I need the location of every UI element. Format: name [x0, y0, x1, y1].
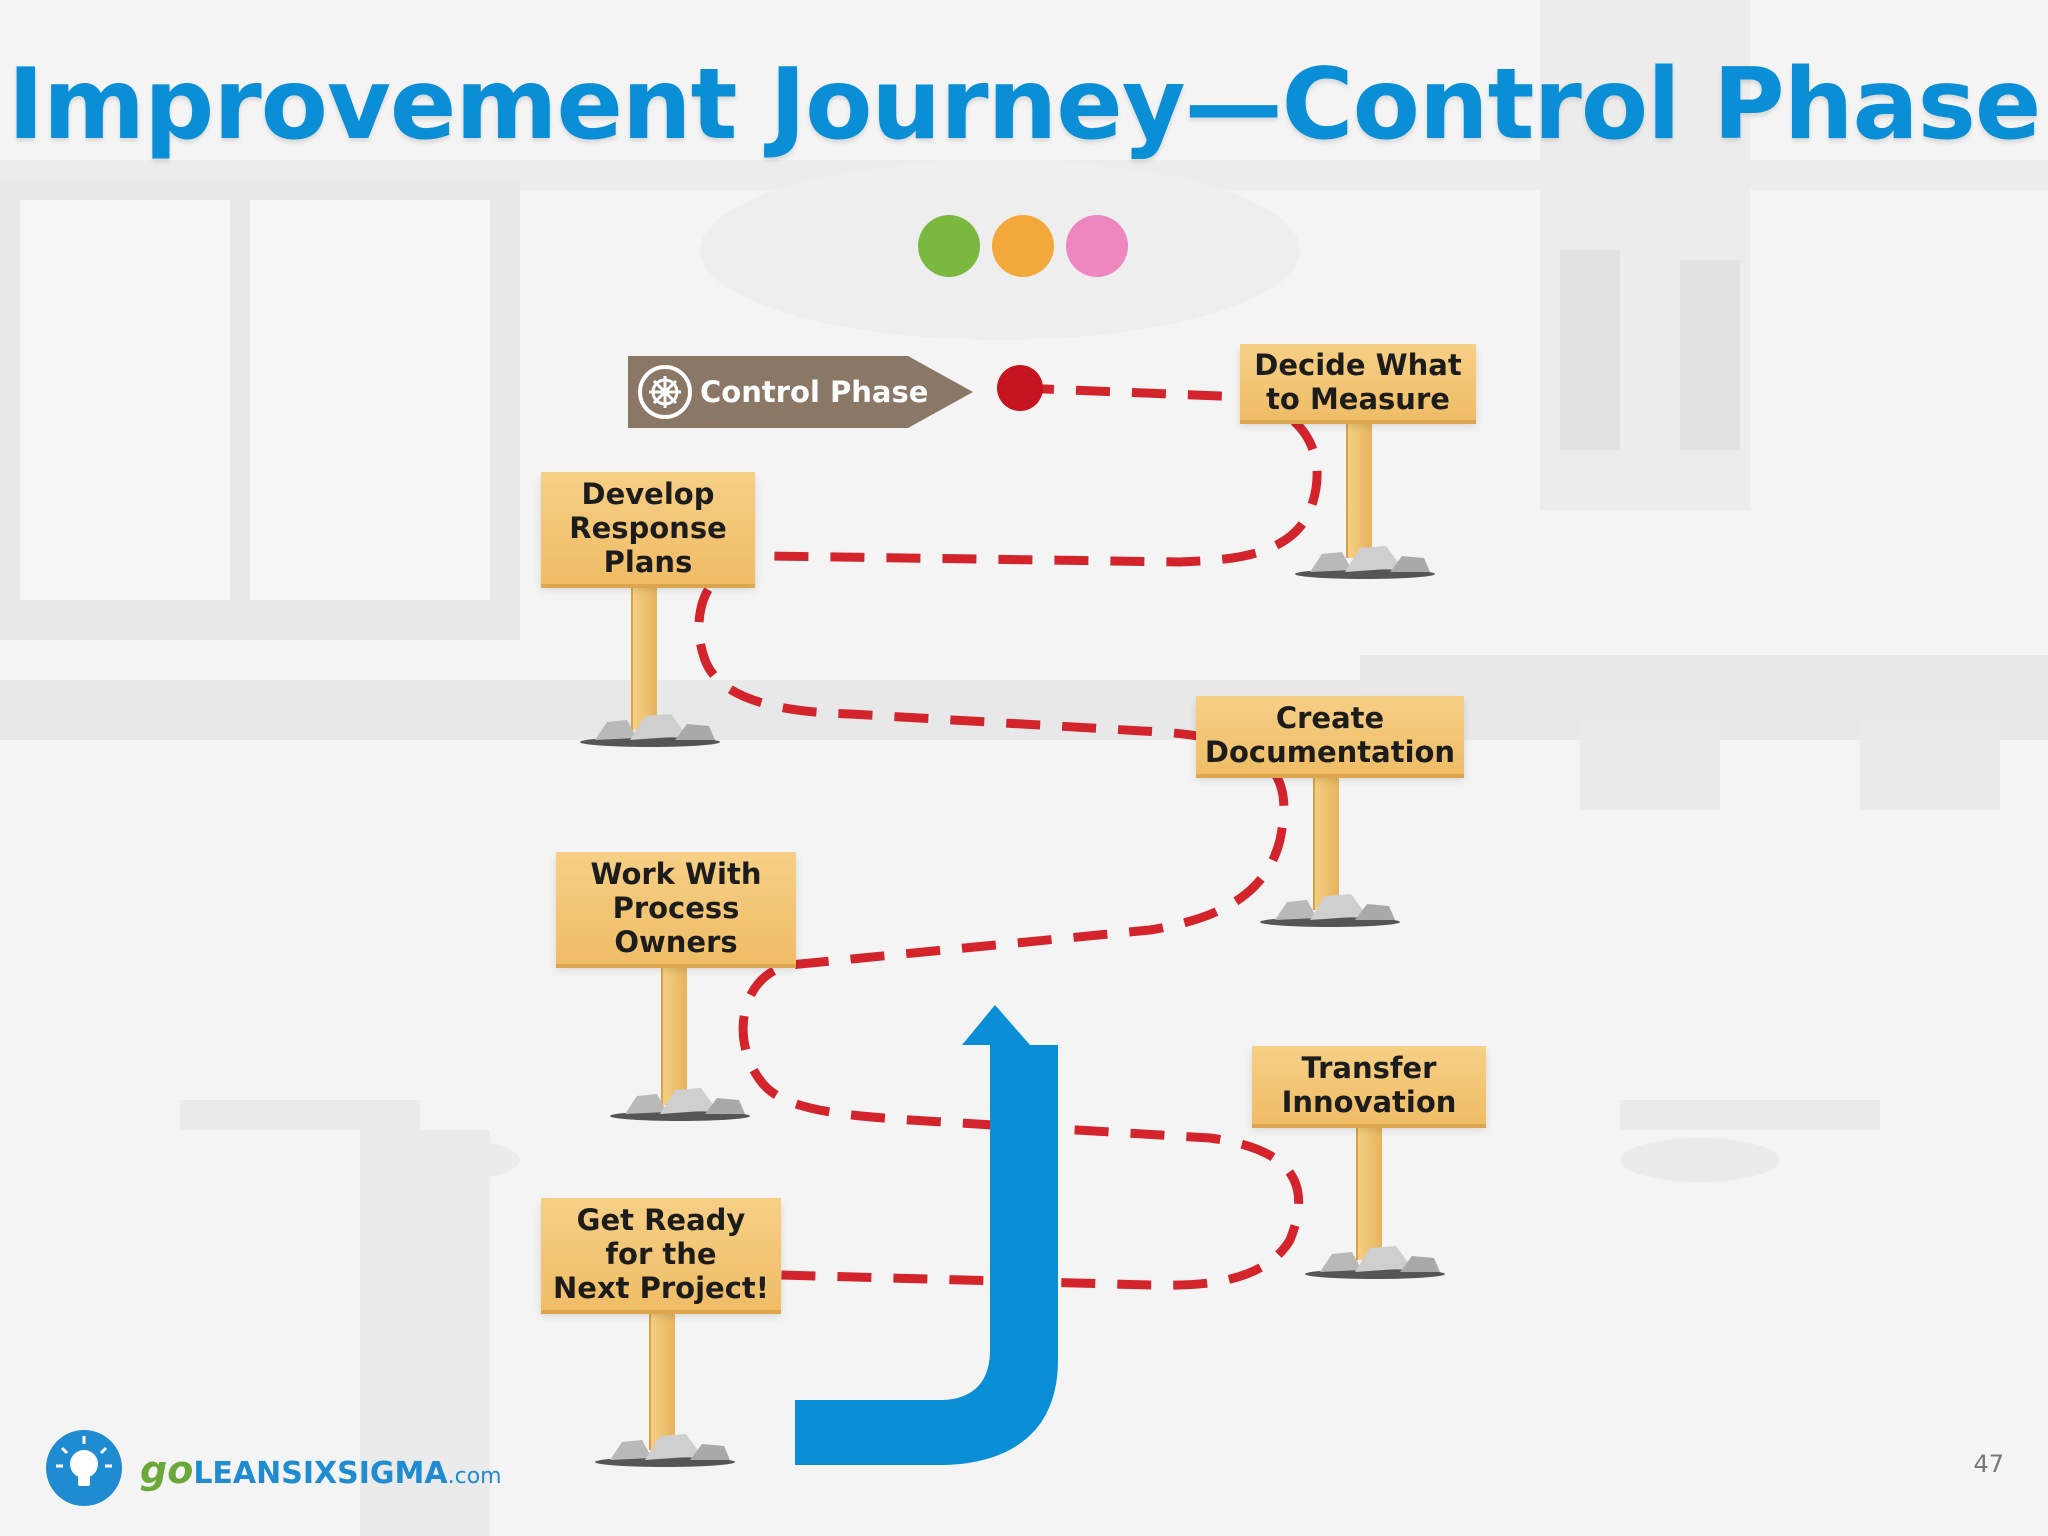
green-dot [918, 215, 980, 277]
rocks [1295, 546, 1435, 579]
logo-wordmark: goLEANSIXSIGMA.com [140, 1448, 502, 1492]
signpost-transfer-innovation: Transfer Innovation [1252, 1046, 1486, 1124]
logo-go: go [140, 1448, 194, 1492]
signpost-decide-what-to-measure: Decide What to Measure [1240, 344, 1476, 420]
signpost-post [631, 580, 657, 730]
lightbulb-icon [46, 1430, 122, 1506]
rocks [1305, 1246, 1445, 1279]
blue-u-turn-arrow [795, 1005, 1058, 1465]
signpost-post [1346, 418, 1372, 558]
rocks [610, 1088, 750, 1121]
signpost-work-with-process-owners: Work With Process Owners [556, 852, 796, 964]
signpost-get-ready-next-project: Get Ready for the Next Project! [541, 1198, 781, 1310]
control-phase-tag [628, 356, 973, 428]
control-phase-label: Control Phase [700, 375, 929, 409]
signpost-post [1356, 1120, 1382, 1260]
rocks [1260, 894, 1400, 927]
signpost-post [1313, 770, 1339, 910]
pink-dot [1066, 215, 1128, 277]
signpost-post [649, 1300, 675, 1450]
logo-main: LEANSIXSIGMA [193, 1456, 448, 1491]
page-number: 47 [1973, 1450, 2004, 1478]
orange-dot [992, 215, 1054, 277]
start-point [997, 365, 1043, 411]
signpost-create-documentation: Create Documentation [1196, 696, 1464, 774]
dashed-route [694, 383, 1322, 1290]
rocks [580, 714, 720, 747]
logo-tld: .com [447, 1464, 502, 1489]
signpost-develop-response-plans: Develop Response Plans [541, 472, 755, 584]
signpost-post [661, 955, 687, 1105]
page-title: Improvement Journey—Control Phase [7, 48, 2042, 162]
rocks [595, 1434, 735, 1467]
ship-wheel-icon [638, 365, 692, 419]
